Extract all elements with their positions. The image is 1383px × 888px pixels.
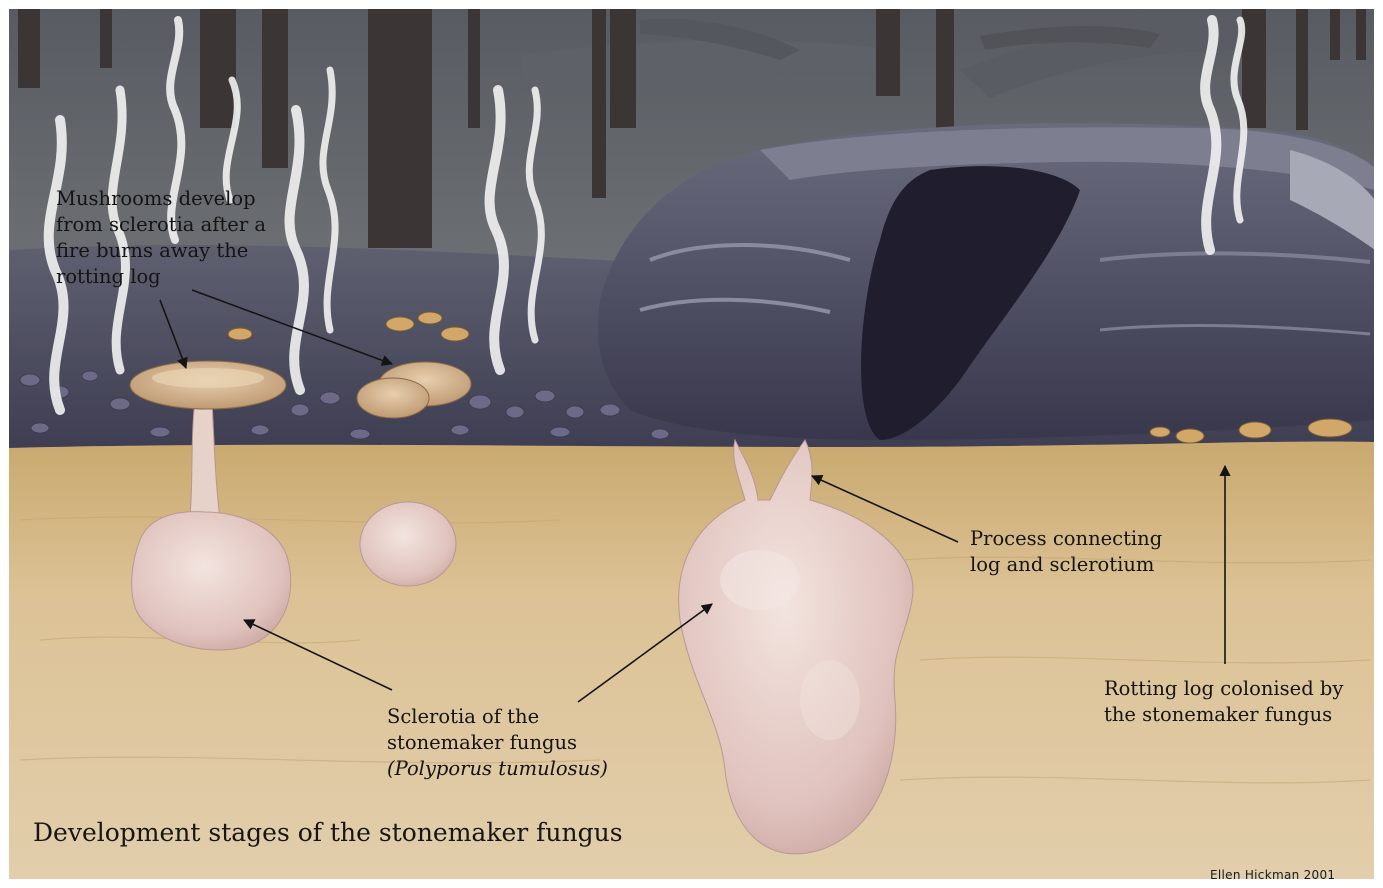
label-mushrooms-line: fire burns away the [56, 238, 266, 264]
label-mushrooms-line: rotting log [56, 264, 266, 290]
label-sclerotia-species: (Polyporus tumulosus) [387, 756, 608, 782]
label-process-line: Process connecting [970, 526, 1162, 552]
label-sclerotia-line: Sclerotia of the [387, 704, 608, 730]
label-mushrooms-line: from sclerotia after a [56, 212, 266, 238]
label-sclerotia: Sclerotia of the stonemaker fungus (Poly… [387, 704, 608, 782]
label-rotting-log-line: Rotting log colonised by [1104, 676, 1343, 702]
rotting-log [598, 123, 1375, 440]
artist-credit: Ellen Hickman 2001 [1210, 868, 1335, 882]
label-rotting-log-line: the stonemaker fungus [1104, 702, 1343, 728]
label-mushrooms: Mushrooms develop from sclerotia after a… [56, 186, 266, 290]
label-process: Process connecting log and sclerotium [970, 526, 1162, 578]
label-sclerotia-line: stonemaker fungus [387, 730, 608, 756]
label-process-line: log and sclerotium [970, 552, 1162, 578]
small-sclerotium [360, 502, 456, 586]
diagram-title: Development stages of the stonemaker fun… [33, 818, 623, 847]
label-rotting-log: Rotting log colonised by the stonemaker … [1104, 676, 1343, 728]
label-mushrooms-line: Mushrooms develop [56, 186, 266, 212]
